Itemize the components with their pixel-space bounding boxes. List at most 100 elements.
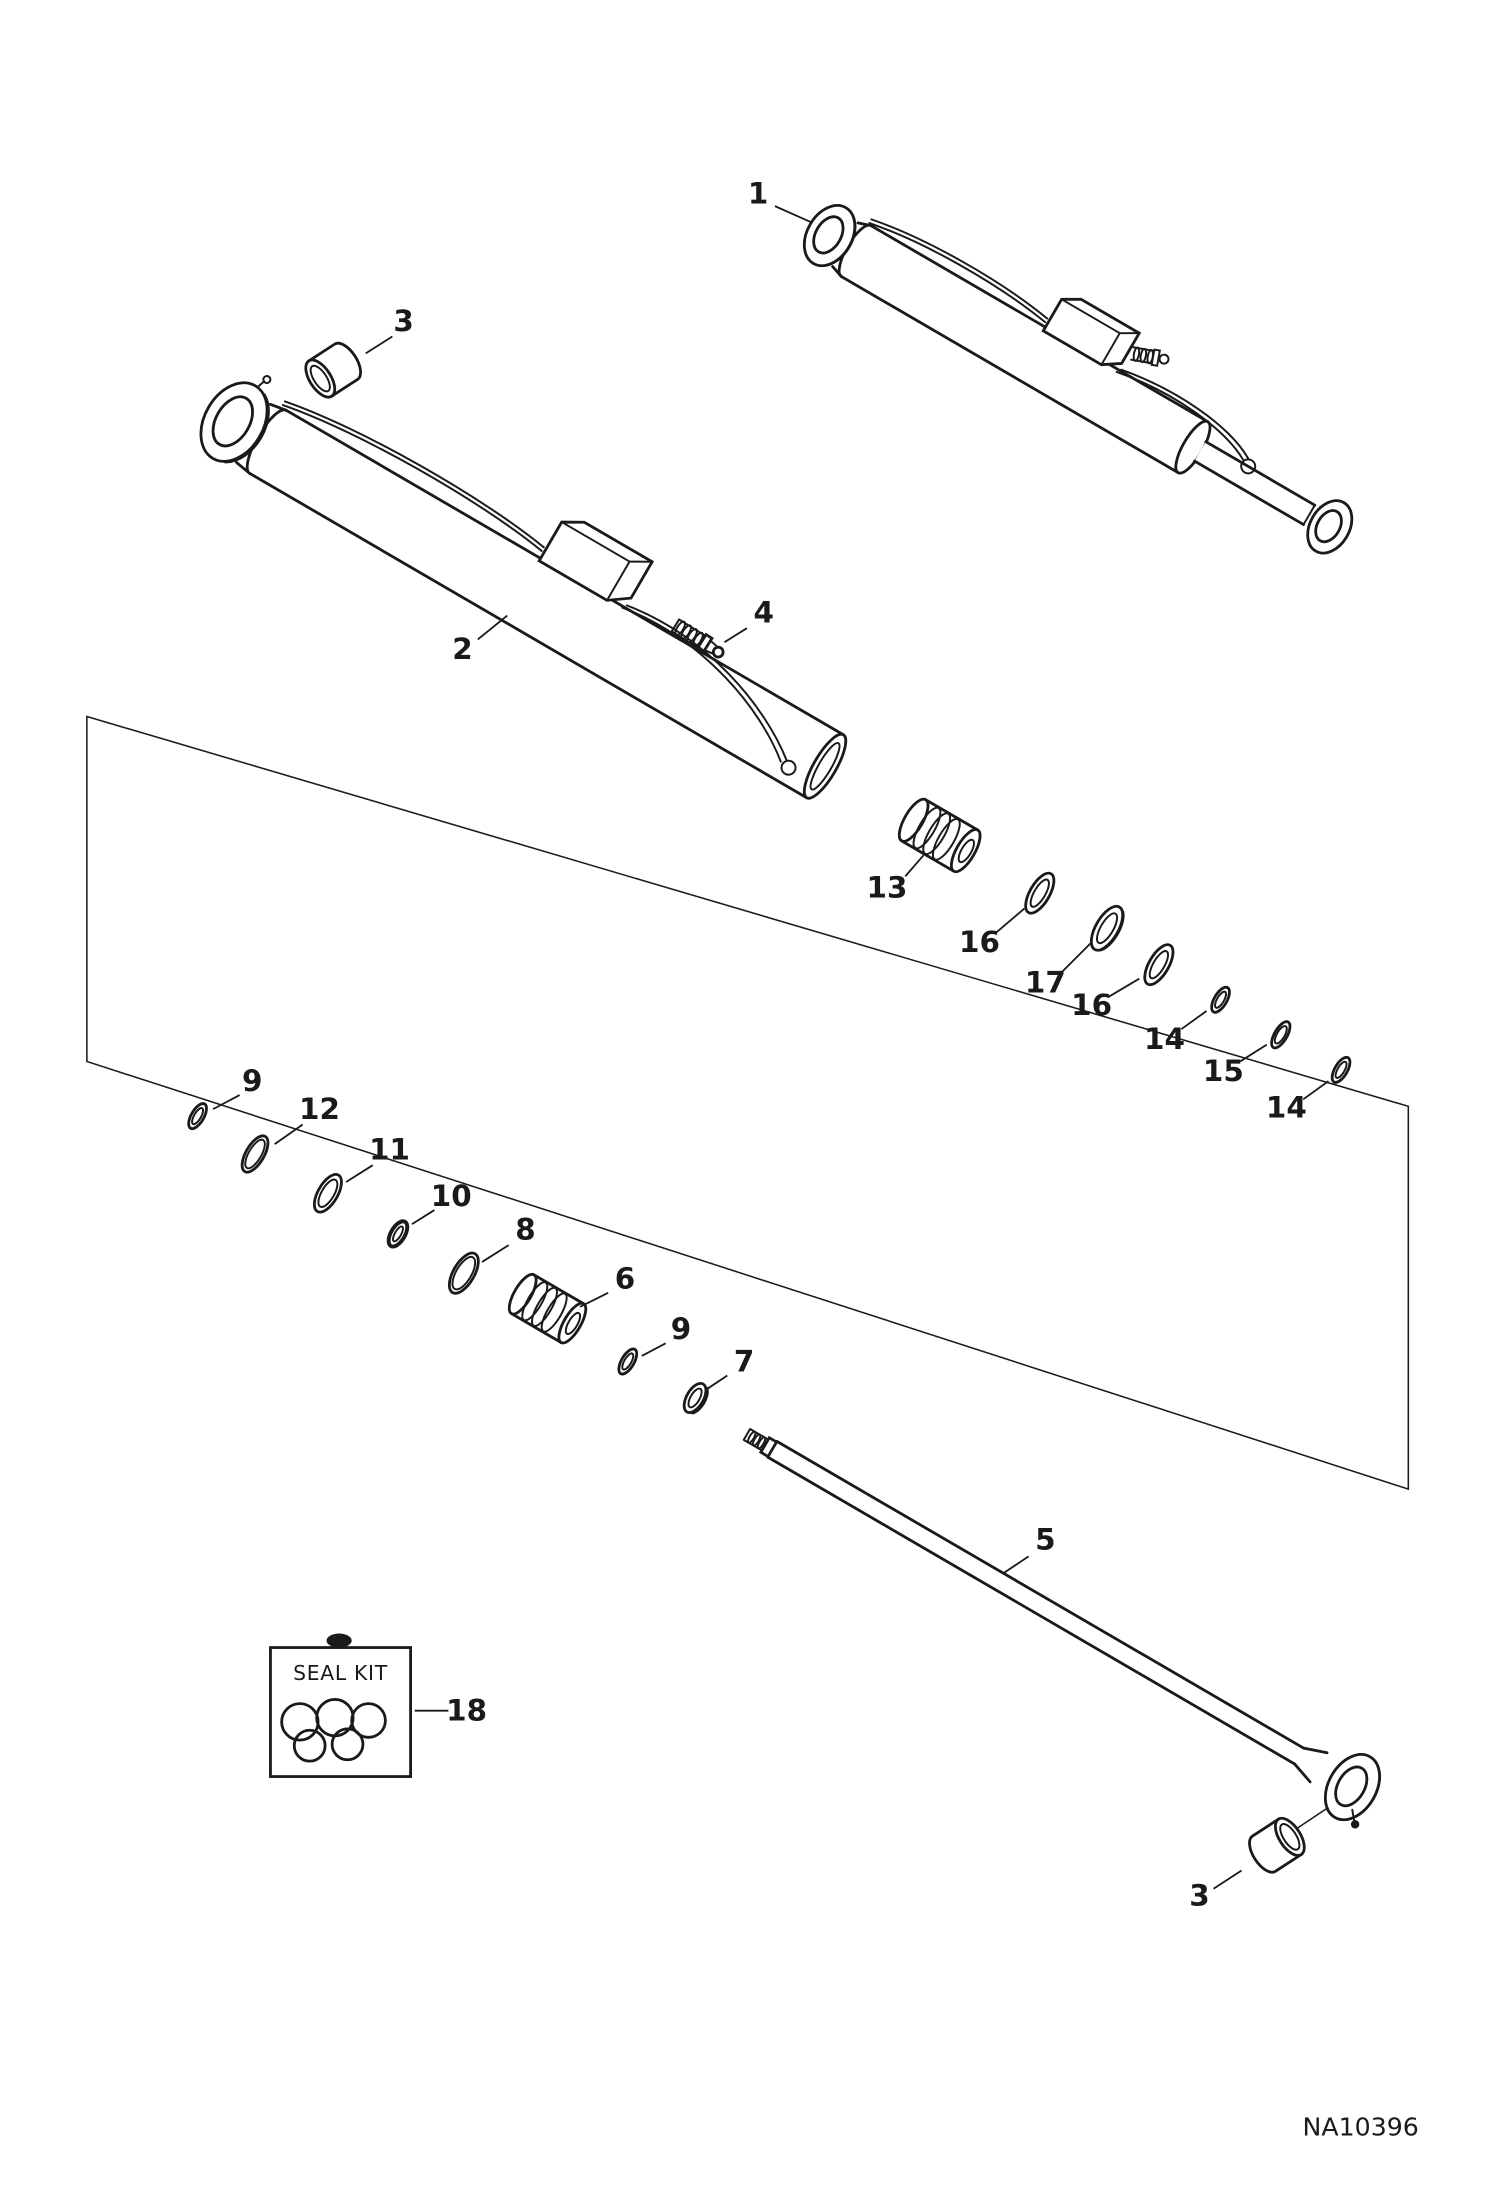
rod-clevis-eye — [1323, 1753, 1381, 1829]
callout-label: 9 — [242, 1064, 262, 1098]
seal-kit-bag — [269, 1646, 412, 1778]
callout-9-b: 9 — [641, 1312, 691, 1357]
callout-label: 8 — [515, 1213, 535, 1247]
callout-14-b: 14 — [1266, 1080, 1329, 1125]
boundary-plane — [86, 715, 1410, 1491]
callout-4: 4 — [723, 596, 774, 643]
callout-label: 14 — [1266, 1091, 1307, 1125]
leader-line — [1002, 1555, 1030, 1574]
callout-6: 6 — [579, 1262, 635, 1308]
callout-label: 7 — [734, 1344, 754, 1378]
callout-1: 1 — [748, 176, 814, 224]
leader-line — [774, 205, 814, 224]
ring-7 — [682, 1382, 709, 1415]
seal-ring-16-a — [1024, 871, 1056, 915]
leader-line — [481, 1244, 510, 1263]
ring-12 — [240, 1134, 270, 1174]
grease-fitting-icon — [1130, 346, 1170, 367]
seal-kit-orings — [280, 1698, 387, 1763]
callout-8: 8 — [481, 1213, 536, 1263]
leader-line — [1239, 1043, 1268, 1063]
valve-block — [537, 520, 655, 602]
leader-line — [212, 1094, 241, 1110]
seal-ring-16-b — [1143, 943, 1175, 987]
callout-15: 15 — [1203, 1043, 1268, 1088]
callout-label: 16 — [959, 925, 1000, 959]
o-ring-14-b — [1330, 1055, 1352, 1084]
valve-block — [1041, 297, 1142, 367]
callout-16-b: 16 — [1071, 977, 1140, 1022]
callout-label: 12 — [299, 1092, 340, 1126]
leader-line — [365, 335, 393, 355]
callout-label: 11 — [369, 1133, 410, 1167]
leader-line — [1107, 977, 1140, 998]
clevis-eye — [199, 375, 288, 475]
pivot-cap-upper — [304, 341, 362, 399]
leader-line — [1180, 1010, 1208, 1030]
callout-11: 11 — [345, 1133, 410, 1183]
hydraulic-tube-lines — [868, 218, 1257, 475]
callout-label: 14 — [1144, 1022, 1185, 1056]
pivot-cap-lower — [1248, 1816, 1306, 1874]
leader-line — [579, 1291, 609, 1308]
callout-2: 2 — [452, 614, 508, 666]
o-ring-10 — [386, 1219, 410, 1249]
seal-kit: SEAL KIT — [269, 1633, 412, 1778]
callout-label: 6 — [615, 1262, 635, 1296]
leader-line — [411, 1209, 435, 1225]
leader-line — [345, 1164, 374, 1183]
callout-label: 10 — [431, 1179, 472, 1213]
callout-label: 2 — [452, 632, 472, 666]
backup-ring-15 — [1270, 1020, 1292, 1050]
callout-16-a: 16 — [959, 907, 1025, 959]
callout-18: 18 — [414, 1693, 487, 1727]
rod-end-eye — [1306, 499, 1354, 555]
leader-line — [1060, 941, 1093, 974]
leader-line — [1213, 1869, 1243, 1890]
grease-fitting — [670, 618, 725, 659]
callout-label: 4 — [753, 596, 773, 630]
seal-ring-17 — [1089, 904, 1125, 952]
hydraulic-tube-lines — [281, 400, 797, 776]
leader-line — [904, 854, 925, 877]
callout-7: 7 — [705, 1344, 754, 1391]
clevis-eye — [802, 204, 873, 278]
callout-10: 10 — [411, 1179, 472, 1225]
cylinder-bore-opening — [802, 732, 848, 800]
leader-line — [995, 907, 1025, 934]
callout-12: 12 — [274, 1092, 340, 1145]
callout-9-a: 9 — [212, 1064, 262, 1110]
leader-line — [723, 627, 748, 643]
callout-label: 1 — [748, 176, 768, 210]
leader-line — [274, 1123, 304, 1145]
upper-cylinder-assembly — [802, 204, 1354, 555]
callouts: 1 3 2 4 13 16 17 16 — [212, 176, 1329, 1913]
drawing-code: NA10396 — [1303, 2113, 1419, 2142]
seal-ring-8 — [447, 1251, 480, 1295]
callout-label: 15 — [1203, 1054, 1244, 1088]
callout-label: 3 — [393, 304, 413, 338]
gland-6 — [507, 1272, 588, 1345]
leader-line — [641, 1342, 667, 1357]
callout-3-upper: 3 — [365, 304, 414, 355]
piston-rod — [741, 1425, 1381, 1829]
callout-5: 5 — [1002, 1522, 1056, 1574]
callout-14-a: 14 — [1144, 1010, 1208, 1056]
bag-clip — [326, 1633, 352, 1648]
callout-label: 9 — [671, 1312, 691, 1346]
ring-11 — [312, 1173, 343, 1214]
callout-3-lower: 3 — [1189, 1869, 1243, 1913]
callout-label: 17 — [1025, 966, 1066, 1000]
seal-kit-title: SEAL KIT — [293, 1661, 388, 1685]
lower-cylinder-body — [199, 375, 848, 800]
leader-line — [477, 614, 508, 641]
callout-label: 16 — [1071, 988, 1112, 1022]
callout-label: 13 — [867, 870, 908, 904]
callout-13: 13 — [867, 854, 925, 904]
grease-zerk-dot — [1350, 1820, 1360, 1829]
o-ring-9-a — [187, 1102, 208, 1131]
leader-line — [1302, 1080, 1329, 1101]
callout-label: 3 — [1189, 1879, 1209, 1913]
callout-17: 17 — [1025, 941, 1093, 1000]
